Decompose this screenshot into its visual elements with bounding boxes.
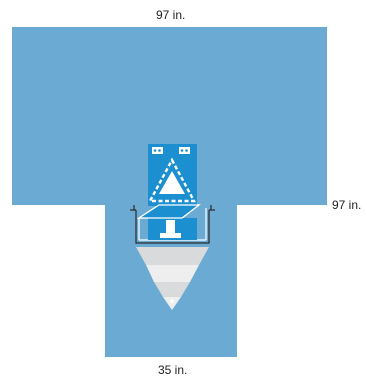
lower-panel — [148, 218, 197, 240]
panel-tab-left — [152, 147, 163, 154]
collection-pouch-icon — [136, 247, 209, 310]
pouch-band-2 — [146, 265, 199, 282]
pouch-band-1 — [136, 247, 209, 265]
pouch-band-3 — [154, 282, 190, 297]
triangle-fenestration-icon — [147, 144, 197, 206]
pouch-band-4 — [163, 297, 181, 310]
panel-tab-right — [179, 147, 190, 154]
side-length-label: 97 in. — [332, 198, 362, 212]
pouch-drain-port — [170, 299, 174, 303]
triangle-fenestration — [159, 171, 185, 194]
bottom-width-label: 35 in. — [158, 363, 188, 377]
folded-flap — [136, 204, 201, 219]
pouch-frame — [130, 205, 215, 244]
triangle-dashed-border — [147, 157, 197, 203]
top-width-label: 97 in. — [156, 8, 186, 22]
